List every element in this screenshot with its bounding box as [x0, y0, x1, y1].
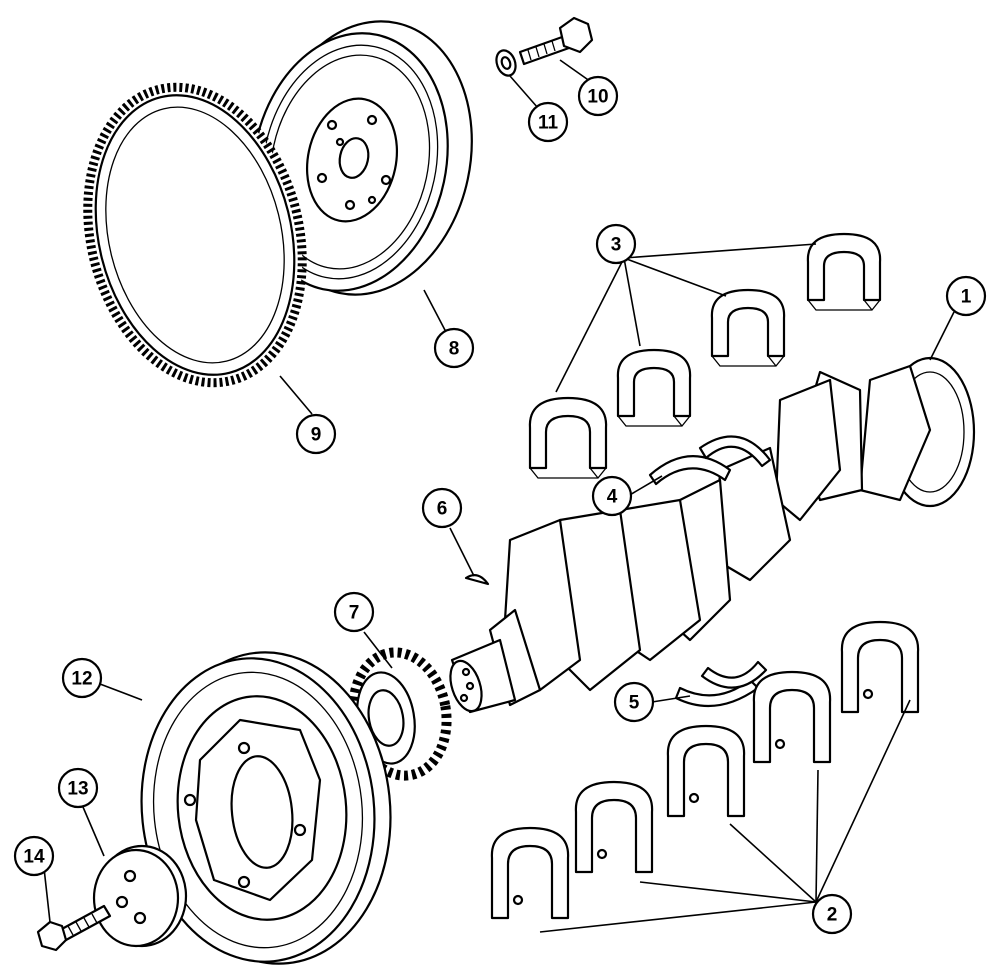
callout-14: 14 — [13, 835, 55, 877]
callout-label: 14 — [23, 847, 45, 868]
callout-6: 6 — [421, 487, 463, 529]
callout-5: 5 — [613, 681, 655, 723]
callout-9: 9 — [295, 413, 337, 455]
callout-label: 7 — [349, 603, 360, 624]
pulley-bolt — [36, 904, 112, 952]
callout-1: 1 — [945, 275, 987, 317]
callout-label: 1 — [961, 287, 972, 308]
callout-label: 12 — [71, 669, 92, 690]
callout-label: 13 — [67, 779, 88, 800]
crankshaft — [449, 356, 976, 714]
flywheel — [251, 20, 473, 296]
callout-3: 3 — [595, 223, 637, 265]
callout-label: 2 — [827, 905, 838, 926]
woodruff-key — [464, 573, 490, 586]
flywheel-washer — [495, 49, 517, 77]
lower-thrust-washers — [674, 660, 768, 708]
flywheel-bolt — [518, 16, 594, 66]
callout-label: 8 — [449, 339, 460, 360]
callout-label: 3 — [611, 235, 622, 256]
callout-4: 4 — [591, 475, 633, 517]
pulley-washer-plate — [92, 844, 188, 948]
leader-lines — [43, 59, 955, 933]
callout-8: 8 — [433, 327, 475, 369]
lower-bearing-shells — [490, 620, 920, 920]
callout-11: 11 — [527, 101, 569, 143]
callout-10: 10 — [577, 75, 619, 117]
upper-bearing-shells — [528, 232, 882, 479]
callout-2: 2 — [811, 893, 853, 935]
callout-label: 11 — [538, 113, 559, 134]
callout-label: 9 — [311, 425, 322, 446]
callout-13: 13 — [57, 767, 99, 809]
ring-gear — [83, 82, 307, 388]
callout-12: 12 — [61, 657, 103, 699]
callout-label: 5 — [629, 693, 640, 714]
callout-7: 7 — [333, 591, 375, 633]
callout-label: 4 — [607, 487, 618, 508]
callout-label: 10 — [587, 87, 608, 108]
callout-label: 6 — [437, 499, 448, 520]
upper-thrust-washers — [648, 435, 772, 486]
crankshaft-pulley — [140, 651, 392, 965]
